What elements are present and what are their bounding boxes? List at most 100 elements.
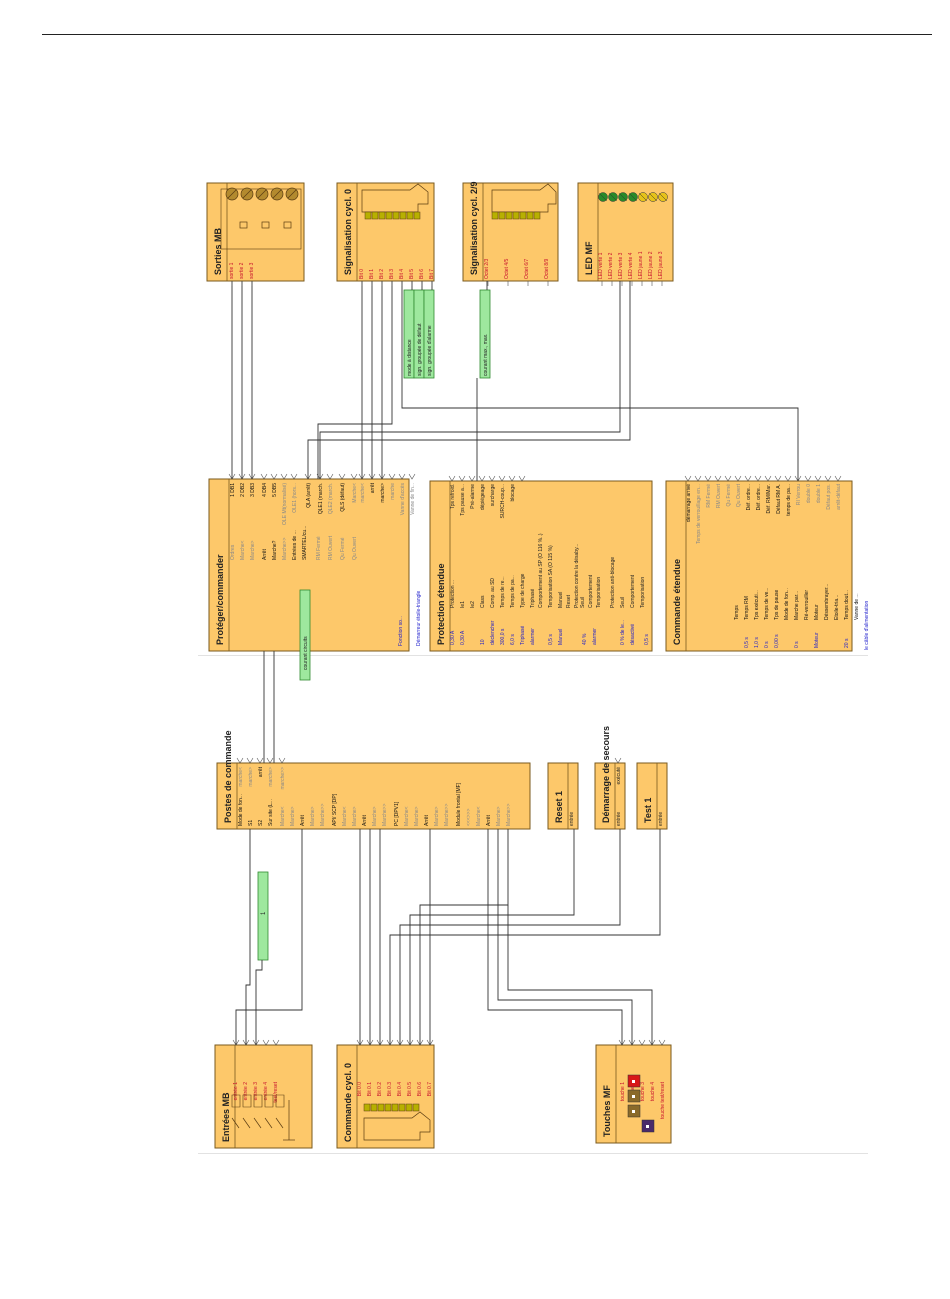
pin-label: Octet 4/5	[504, 258, 510, 279]
led-cross	[598, 192, 608, 202]
pin-label: 0,30 A	[460, 630, 466, 645]
pin-label: 0,5 s	[744, 637, 750, 648]
byte-led	[533, 211, 541, 220]
block-postes-de-commande-body[interactable]	[216, 762, 531, 830]
block-demarrage-de-secours-body[interactable]	[594, 762, 626, 830]
block-commande-cycl-0-body[interactable]	[336, 1044, 435, 1149]
pin-label: Bit 7	[429, 269, 435, 279]
pin-label: LED jaune 1	[638, 251, 644, 279]
block-commande-etendue[interactable]: Commande étendue	[665, 480, 853, 652]
green-tag-sign-alarme-text: sign. groupée d'alarme	[427, 325, 433, 376]
block-signalisation-cycl-2-9-body[interactable]	[462, 182, 559, 282]
led-cross	[658, 192, 668, 202]
green-tag-courant-max-text: courant max., max.	[483, 333, 489, 376]
green-tag-postes[interactable]	[257, 871, 269, 961]
block-commande-etendue-body[interactable]	[665, 480, 853, 652]
block-sorties-mb[interactable]: Sorties MB	[206, 182, 305, 282]
pin-label: Marche>>	[506, 803, 512, 826]
block-reset-1-body[interactable]	[547, 762, 579, 830]
pin-label: Temps de verrouillage en...	[696, 484, 702, 544]
pin-label: 5 DB5	[272, 483, 278, 497]
pin-label: entrée 4	[263, 1082, 269, 1101]
block-entrees-mb[interactable]: Entrées MB	[214, 1044, 313, 1149]
pin-label: Marche>>	[382, 803, 388, 826]
pin-label: le câble d'alimentation	[864, 600, 870, 650]
pin-label: Démarreur étoile-triangle	[416, 590, 422, 646]
block-sorties-mb-body[interactable]	[206, 182, 305, 282]
pin-label: Arrêt	[486, 815, 492, 826]
pin-label: Marche>	[310, 806, 316, 826]
block-signalisation-cycl-0[interactable]: Signalisation cycl. 0	[336, 182, 435, 282]
block-postes-de-commande[interactable]: Postes de commande	[216, 730, 531, 830]
pin-arrow	[638, 1039, 646, 1046]
pin-label: Temps de re...	[500, 576, 506, 608]
block-title: Signalisation cycl. 0	[343, 189, 353, 275]
pin-label: RM Ouvert	[716, 483, 722, 508]
pin-label: 6,0 s	[510, 634, 516, 645]
pin-label: LED verte 1	[598, 252, 604, 279]
block-title: Commande étendue	[672, 559, 682, 645]
wire-cross	[307, 281, 631, 479]
pin-label: blocage	[510, 484, 516, 502]
wire-touche	[487, 829, 623, 1045]
block-test-1[interactable]: Test 1	[636, 762, 668, 830]
block-protection-etendue[interactable]: Protection étendue	[429, 480, 653, 652]
green-tag-sign-alarme[interactable]	[423, 289, 435, 379]
screw-slot	[242, 189, 252, 199]
block-demarrage-de-secours[interactable]: Démarrage de secours	[594, 726, 626, 830]
pin-label: touche 1	[620, 1082, 626, 1101]
pin-label: Temps dout...	[844, 590, 850, 620]
pin-label: Reset	[566, 594, 572, 608]
green-tag-courant-max[interactable]	[479, 289, 491, 379]
pin-arrow	[754, 475, 762, 482]
pin-label: LED jaune 3	[658, 251, 664, 279]
pin-label: déclencher	[490, 620, 496, 645]
block-commande-cycl-0[interactable]: Commande cycl. 0	[336, 1044, 435, 1149]
pin-label: Class	[480, 595, 486, 608]
block-test-1-body[interactable]	[636, 762, 668, 830]
pin-arrow	[498, 475, 506, 482]
pin-arrow	[734, 475, 742, 482]
pin-label: 2 DB2	[240, 483, 246, 497]
input-switch-icon	[264, 1094, 274, 1108]
pin-label: Module frontal [MF]	[456, 782, 462, 826]
bit-led	[406, 211, 414, 220]
pin-label: Sur site (L...	[268, 799, 274, 826]
pin-label: sortie 3	[249, 262, 255, 279]
pin-arrow	[270, 473, 278, 480]
input-switch-icon	[275, 1094, 285, 1108]
block-title: Commande cycl. 0	[343, 1063, 353, 1142]
pin-label: Triphasé	[520, 626, 526, 645]
pin-arrow	[290, 473, 298, 480]
relay-coil-icon	[261, 221, 270, 229]
pin-label: Arrêt	[362, 815, 368, 826]
block-signalisation-cycl-2-9[interactable]: Signalisation cycl. 2/9	[462, 181, 559, 282]
block-title: Postes de commande	[223, 730, 233, 823]
pin-label: Protection anti-blocage	[610, 557, 616, 608]
led-cross	[608, 192, 618, 202]
key-indicator	[632, 1110, 635, 1113]
pin-label: Arrêt	[300, 815, 306, 826]
block-protection-etendue-body[interactable]	[429, 480, 653, 652]
pin-label: <<<>>>	[466, 808, 472, 826]
pin-label: entrée 3	[253, 1082, 259, 1101]
block-title: Entrées MB	[221, 1092, 231, 1142]
pin-label: Bit 2	[379, 269, 385, 279]
pin-arrow	[744, 475, 752, 482]
pin-label: Pré-alarme	[470, 484, 476, 509]
pin-label: Temporisation SA (O 115 %)	[548, 545, 554, 608]
pin-label: Seuil	[580, 597, 586, 608]
pin-label: entrée	[569, 812, 575, 826]
block-signalisation-cycl-0-body[interactable]	[336, 182, 435, 282]
block-entrees-mb-body[interactable]	[214, 1044, 313, 1149]
switch-contact	[242, 1117, 251, 1129]
block-reset-1[interactable]: Reset 1	[547, 762, 579, 830]
wire-cmd	[399, 829, 621, 1045]
green-tag-courant-circuits[interactable]	[299, 589, 311, 681]
pin-label: Marche>	[434, 806, 440, 826]
switch-contact	[275, 1117, 284, 1129]
pin-label: Défaut RM A.	[776, 484, 782, 514]
pin-label: 20 s	[844, 638, 850, 648]
pin-label: Déf. RM/Mar.	[766, 484, 772, 513]
bit-led	[371, 211, 379, 220]
